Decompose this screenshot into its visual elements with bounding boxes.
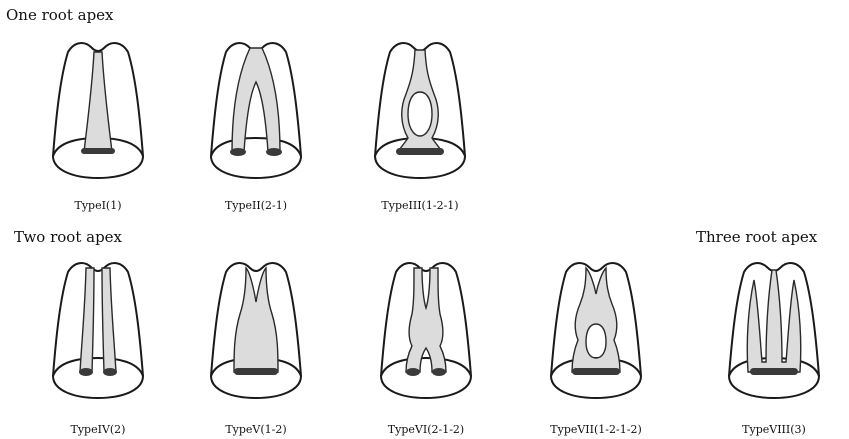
tooth-diagram-type-3 <box>370 38 470 188</box>
tooth-diagram-type-2 <box>206 38 306 188</box>
tooth-diagram-type-8 <box>724 258 824 408</box>
type-label-7: TypeVII(1-2-1-2) <box>536 423 656 437</box>
type-label-6: TypeVI(2-1-2) <box>366 423 486 437</box>
group-heading-one-root: One root apex <box>6 6 114 24</box>
tooth-diagram-type-7 <box>546 258 646 408</box>
tooth-diagram-type-1 <box>48 38 148 188</box>
type-label-1: TypeI(1) <box>38 199 158 213</box>
type-label-3: TypeIII(1-2-1) <box>360 199 480 213</box>
tooth-diagram-type-6 <box>376 258 476 408</box>
tooth-diagram-type-5 <box>206 258 306 408</box>
group-heading-three-root: Three root apex <box>696 228 817 246</box>
tooth-diagram-type-4 <box>48 258 148 408</box>
type-label-8: TypeVIII(3) <box>714 423 834 437</box>
type-label-4: TypeIV(2) <box>38 423 158 437</box>
group-heading-two-root: Two root apex <box>14 228 122 246</box>
type-label-2: TypeII(2-1) <box>196 199 316 213</box>
type-label-5: TypeV(1-2) <box>196 423 316 437</box>
